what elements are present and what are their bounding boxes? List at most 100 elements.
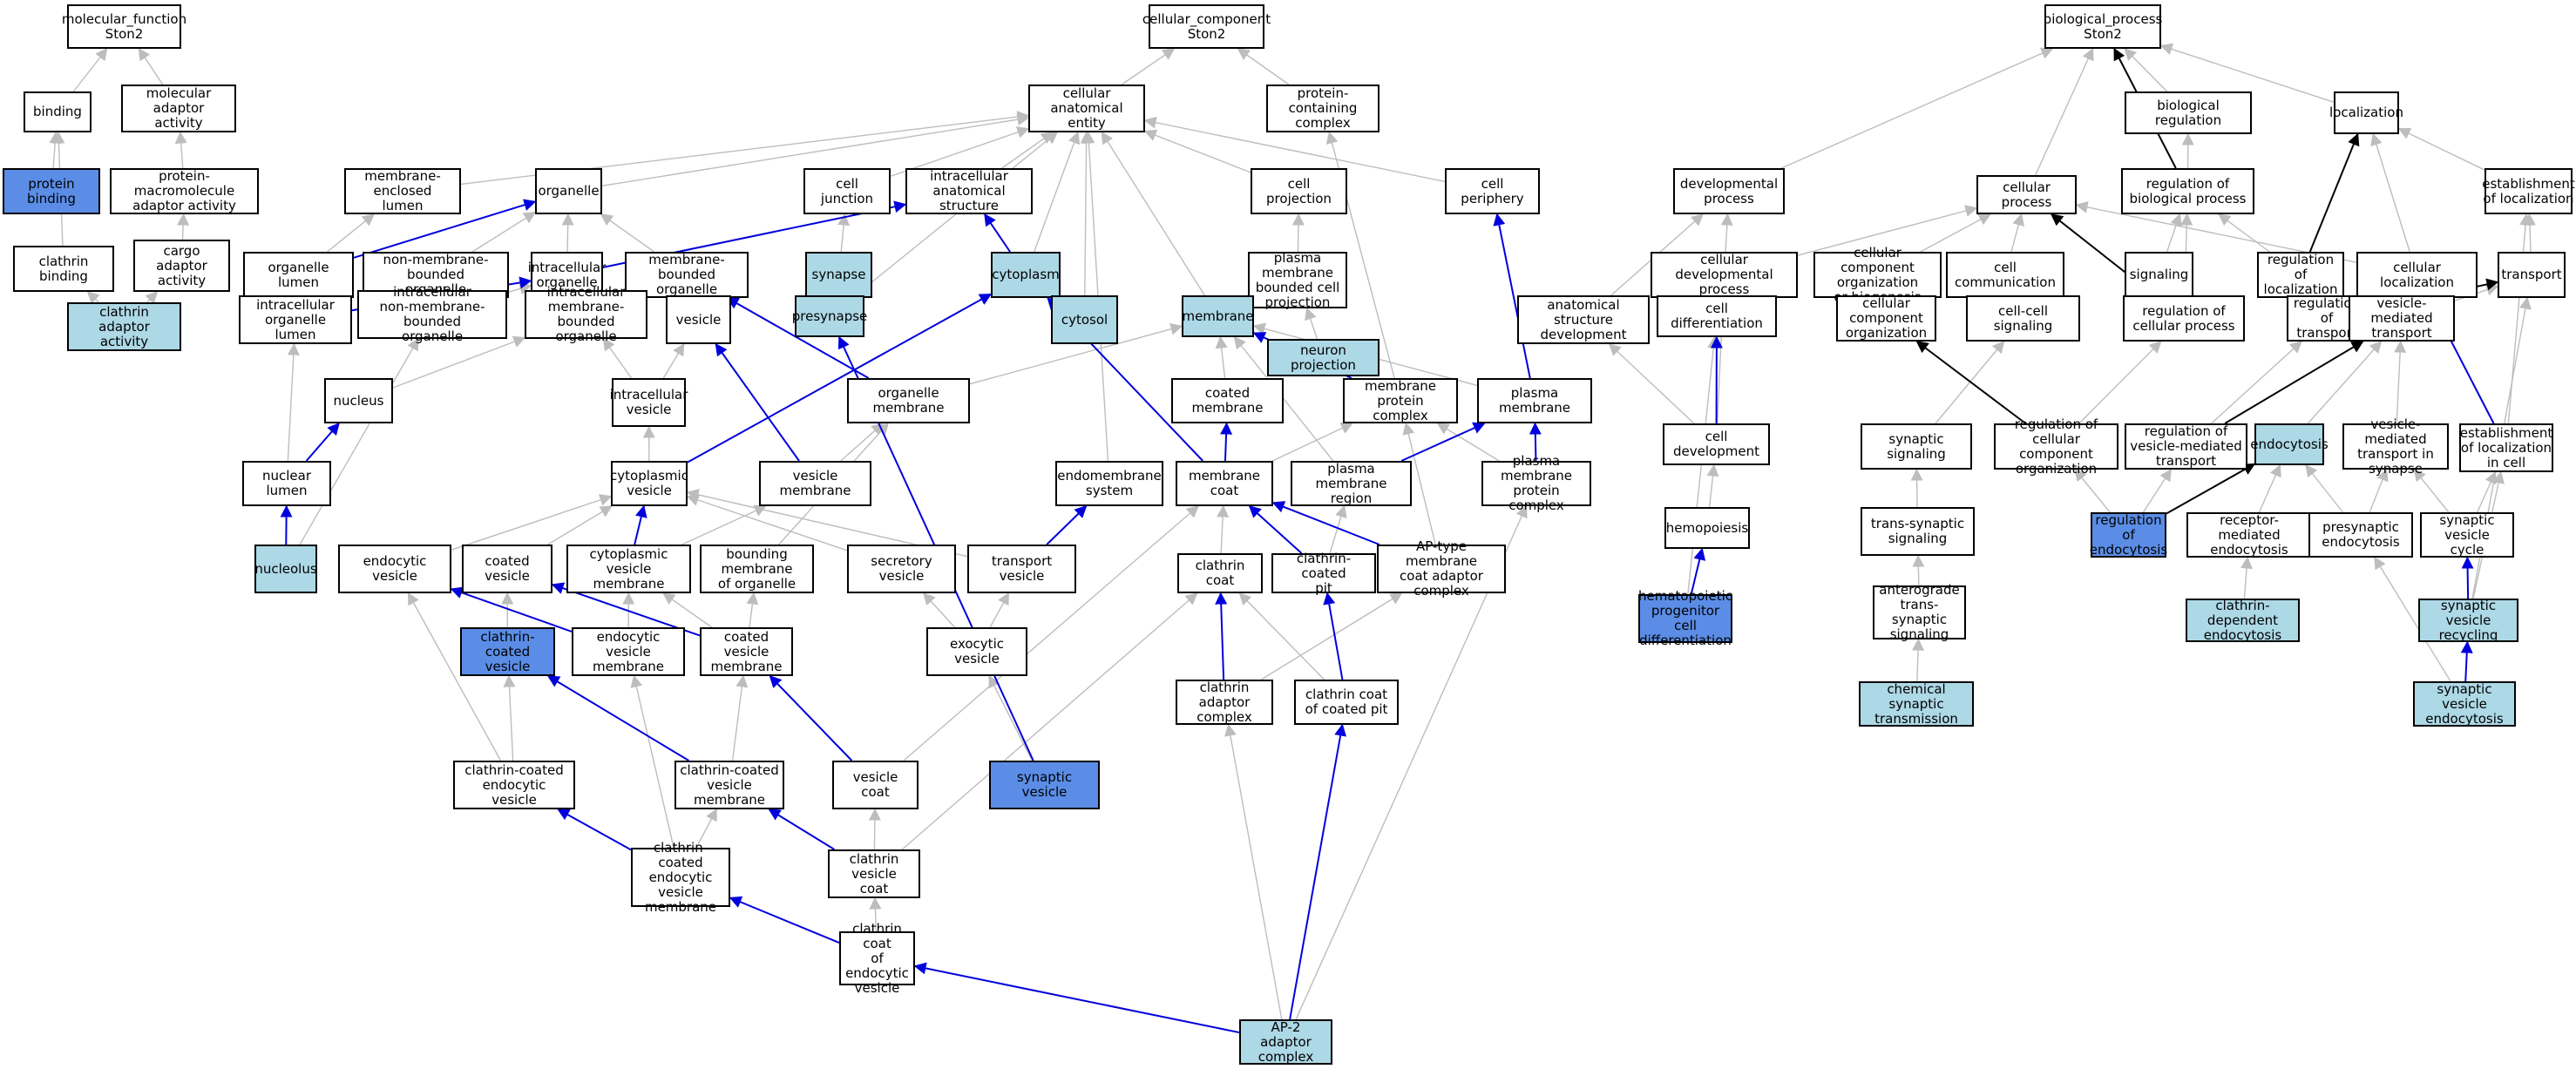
- node-reg-cell-proc: regulation of cellular process: [2123, 295, 2245, 342]
- node-vesicle: vesicle: [666, 295, 731, 344]
- node-reg-endocytosis: regulation of endocytosis: [2089, 511, 2168, 558]
- edge-vesicle_membrane-to-org_membrane: [840, 423, 885, 462]
- node-rme: receptor-mediated endocytosis: [2186, 512, 2312, 558]
- edge-intra_vesicle-to-vesicle: [662, 342, 685, 379]
- edge-cyto_ves_mem-to-vesicle_membrane: [681, 504, 767, 545]
- edge-endocytosis-to-ves_med_transport: [2307, 340, 2383, 424]
- node-anat-dev: anatomical structure development: [1517, 295, 1650, 344]
- node-bounding-mem: bounding membrane of organelle: [700, 545, 814, 593]
- node-cell-diff: cell differentiation: [1657, 295, 1777, 337]
- edge-endo_ves_mem-to-endocytic_vesicle: [450, 586, 573, 633]
- edge-intra_anat-to-cell_anat: [1001, 132, 1054, 169]
- node-cc-endo-ves-mem: clathrin-coated endocytic vesicle membra…: [631, 840, 730, 914]
- node-vesicle-coat: vesicle coat: [832, 761, 919, 809]
- edge-binding-to-mf_root: [72, 47, 108, 92]
- edge-trans_syn-to-syn_signaling: [1910, 468, 1923, 508]
- node-ap-type: AP-type membrane coat adaptor complex: [1377, 539, 1506, 599]
- edge-est_loc-to-localization: [2397, 127, 2485, 171]
- node-dev-process: developmental process: [1673, 168, 1785, 214]
- edge-nuclear_lumen-to-nucleus: [305, 422, 340, 462]
- edge-reg_endocytosis-to-endocytosis: [2166, 463, 2256, 515]
- node-transport: transport: [2498, 252, 2566, 298]
- node-vmt-synapse: vesicle-mediated transport in synapse: [2342, 416, 2449, 476]
- edge-sv_recycling-to-sv_cycle: [2461, 556, 2474, 599]
- edge-est_loc_cell-to-est_loc: [2507, 213, 2532, 424]
- node-clathrin-coated-pit: clathrin-coated pit: [1271, 551, 1376, 595]
- edge-exocytic_vesicle-to-secretory_vesicle: [923, 592, 956, 628]
- edge-ap_type-to-membrane_coat: [1271, 501, 1380, 545]
- node-hpc-diff: hematopoietic progenitor cell differenti…: [1638, 588, 1732, 648]
- node-chem-syn: chemical synaptic transmission: [1859, 681, 1974, 727]
- node-endocytosis: endocytosis: [2250, 423, 2329, 465]
- edge-rme-to-endocytosis: [2258, 463, 2281, 513]
- node-est-loc: establishment of localization: [2482, 168, 2575, 214]
- edge-reg_cc_org-to-reg_cell_proc: [2078, 341, 2162, 424]
- node-cargo-adaptor: cargo adaptor activity: [133, 240, 230, 292]
- edge-reg_cc_org-to-cc_org: [1915, 341, 2026, 424]
- node-cytosol: cytosol: [1051, 295, 1118, 344]
- edge-transport-to-est_loc: [2523, 213, 2536, 253]
- node-cc-of-coated-pit: clathrin coat of coated pit: [1294, 680, 1399, 725]
- node-intra-non-mem: intracellular non-membrane-bounded organ…: [357, 285, 507, 344]
- edge-intra_vesicle-to-intra_mem_bound: [602, 337, 633, 379]
- node-reg-cc-org: regulation of cellular component organiz…: [1994, 416, 2118, 476]
- edge-reg_endocytosis-to-reg_cc_org: [2074, 468, 2111, 513]
- node-presynapse: presynapse: [792, 295, 867, 337]
- node-presyn-endo: presynaptic endocytosis: [2308, 512, 2413, 558]
- edge-clathrin_adaptor_cx-to-clathrin_coat: [1215, 592, 1228, 680]
- node-cell-cell-sig: cell-cell signaling: [1966, 295, 2080, 342]
- edge-cc_ves_mem-to-coated_ves_mem: [731, 674, 749, 761]
- edge-cell_anat-to-cc_root: [1121, 48, 1176, 85]
- node-intra-vesicle: intracellular vesicle: [610, 378, 688, 427]
- edge-reg_endocytosis-to-reg_vmt: [2142, 468, 2173, 513]
- edge-organelle_lumen-to-mem_encl_lumen: [327, 213, 376, 253]
- node-clathrin-ves-coat: clathrin vesicle coat: [828, 849, 920, 898]
- edge-cytoplasm-to-cell_anat: [1034, 131, 1081, 253]
- edge-clathrin_coat-to-membrane_coat: [1217, 504, 1230, 554]
- edge-membrane_coat-to-coated_membrane: [1220, 422, 1233, 462]
- node-cc-endo-ves: clathrin coat of endocytic vesicle: [839, 921, 915, 995]
- edge-syn_signaling-to-cell_cell_sig: [1935, 340, 2005, 424]
- node-pm-region: plasma membrane region: [1291, 461, 1412, 506]
- edge-clathrin_ves_coat-to-clathrin_coat: [901, 592, 1198, 850]
- edge-bio_reg-to-bp_root: [2124, 48, 2168, 92]
- edge-signaling-to-reg_bio_proc: [2166, 213, 2182, 253]
- edge-cc_endo_vesicle-to-endocytic_vesicle: [407, 592, 502, 761]
- edge-vesicle_coat-to-coated_ves_mem: [769, 674, 853, 761]
- node-cellular-process: cellular process: [1976, 175, 2077, 214]
- edge-mem_bound_org-to-organelle: [600, 213, 655, 253]
- edge-clathrin_coated_pit-to-membrane_coat: [1248, 505, 1303, 554]
- node-membrane: membrane: [1182, 295, 1254, 337]
- edge-cc_of_coated_pit-to-clathrin_coat: [1238, 592, 1325, 680]
- edge-mol_adaptor-to-mf_root: [138, 47, 164, 85]
- edge-cc_endo_ves-to-clathrin_ves_coat: [869, 896, 882, 932]
- node-clathrin-adaptor-cx: clathrin adaptor complex: [1176, 680, 1273, 725]
- edge-clathrin_adaptor_cx-to-ap_type: [1260, 592, 1403, 680]
- node-secretory-vesicle: secretory vesicle: [847, 545, 956, 593]
- edge-ap2-to-cc_of_coated_pit: [1289, 723, 1347, 1020]
- node-neuron-proj: neuron projection: [1267, 339, 1380, 376]
- edge-clathrin_ves_coat-to-cc_ves_mem: [768, 809, 835, 850]
- edge-pm_region-to-membrane: [1233, 335, 1334, 462]
- node-membrane-coat: membrane coat: [1176, 461, 1273, 506]
- edge-clathrin_adaptor_act-to-cargo_adaptor: [145, 290, 159, 304]
- edge-presyn_endo-to-vmt_synapse: [2369, 468, 2389, 513]
- edge-cc_endo_ves_mem-to-cc_endo_vesicle: [557, 809, 632, 851]
- edge-ap2-to-clathrin_adaptor_cx: [1224, 723, 1283, 1020]
- node-sv-cycle: synaptic vesicle cycle: [2420, 512, 2514, 558]
- edge-cc_org_bio-to-cellular_process: [1920, 213, 1991, 253]
- edge-coated_vesicle-to-cyto_vesicle: [547, 505, 613, 545]
- edge-organelle_lumen-to-organelle: [353, 199, 537, 259]
- edge-presyn_endo-to-endocytosis: [2305, 463, 2344, 513]
- node-hemopoiesis: hemopoiesis: [1664, 507, 1750, 549]
- node-vesicle-membrane: vesicle membrane: [759, 461, 871, 506]
- node-cell-loc: cellular localization: [2356, 252, 2478, 298]
- edge-sv_cycle-to-vmt_synapse: [2413, 468, 2450, 513]
- edge-plasma_membrane-to-cell_periphery: [1493, 213, 1531, 379]
- node-reg-loc: regulation of localization: [2257, 252, 2344, 298]
- node-bp-root: biological_process Ston2: [2044, 4, 2162, 49]
- node-cell-anat: cellular anatomical entity: [1028, 85, 1145, 132]
- node-mem-prot-complex: membrane protein complex: [1343, 378, 1458, 423]
- edge-cell_projection-to-cell_anat: [1143, 129, 1251, 173]
